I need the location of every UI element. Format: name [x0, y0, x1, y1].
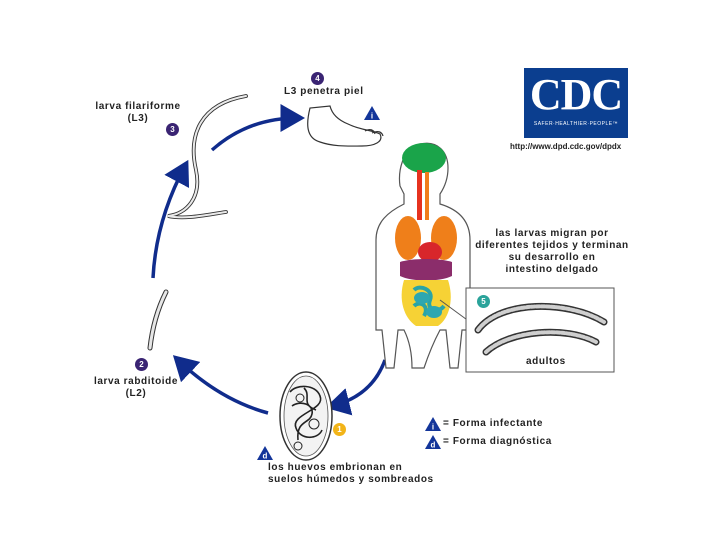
diagnostic-triangle-icon: d — [257, 446, 273, 460]
migration-text-line: las larvas migran por — [495, 228, 609, 239]
stage-3-label-line1: larva filariforme — [95, 101, 181, 112]
foot-icon — [307, 105, 384, 147]
legend-infective-symbol: i — [432, 423, 434, 432]
stage-3-label-line2: (L3) — [127, 113, 149, 124]
legend-item-diagnostic: d = Forma diagnóstica — [425, 434, 585, 450]
stage-2-label-line2: (L2) — [125, 388, 147, 399]
stage-2-label: larva rabditoide (L2) — [86, 376, 186, 400]
legend-item-infective: i = Forma infectante — [425, 416, 585, 432]
adult-worm-icon — [474, 302, 608, 356]
diagnostic-triangle-icon: d — [425, 435, 441, 449]
larva-icon — [167, 94, 248, 220]
legend-diagnostic-symbol: d — [431, 441, 436, 450]
infective-triangle-icon: i — [425, 417, 441, 431]
migration-text-line: diferentes tejidos y terminan — [475, 240, 629, 251]
stage-marker-5: 5 — [477, 295, 490, 308]
arrow-body-to-egg — [325, 359, 387, 416]
arrow-egg-to-rhabditoid — [172, 355, 269, 415]
eggs-caption-line1: los huevos embrionan en — [268, 462, 403, 473]
infective-symbol: i — [371, 112, 373, 121]
legend-infective-text: = Forma infectante — [443, 418, 543, 429]
egg-icon — [279, 371, 333, 461]
migration-text: las larvas migran por diferentes tejidos… — [466, 228, 638, 276]
stage-marker-4: 4 — [311, 72, 324, 85]
arrow-rhabditoid-to-filariform — [151, 159, 190, 279]
diagnostic-symbol: d — [263, 452, 268, 461]
connector-line — [439, 299, 471, 323]
stage-marker-2: 2 — [135, 358, 148, 371]
stage-marker-3: 3 — [166, 123, 179, 136]
migration-text-line: intestino delgado — [505, 264, 599, 275]
stage-marker-1: 1 — [333, 423, 346, 436]
human-body-icon — [375, 142, 471, 369]
stage-3-label: larva filariforme (L3) — [88, 101, 188, 125]
larva-icon — [147, 289, 169, 351]
eggs-caption: los huevos embrionan en suelos húmedos y… — [268, 462, 434, 486]
cdc-logo: CDC SAFER·HEALTHIER·PEOPLE™ — [524, 68, 628, 138]
legend: i = Forma infectante d = Forma diagnósti… — [425, 416, 585, 450]
stage-2-label-line1: larva rabditoide — [93, 376, 179, 387]
cdc-tagline: SAFER·HEALTHIER·PEOPLE™ — [533, 121, 619, 127]
arrow-larva-to-skin — [210, 104, 305, 152]
legend-diagnostic-text: = Forma diagnóstica — [443, 436, 552, 447]
infective-triangle-icon: i — [364, 106, 380, 120]
adults-label: adultos — [526, 356, 566, 367]
cdc-url[interactable]: http://www.dpd.cdc.gov/dpdx — [510, 142, 622, 151]
stage-4-label: L3 penetra piel — [284, 86, 364, 97]
migration-text-line: su desarrollo en — [508, 252, 596, 263]
eggs-caption-line2: suelos húmedos y sombreados — [268, 474, 434, 485]
cdc-logo-text: CDC — [529, 70, 623, 119]
